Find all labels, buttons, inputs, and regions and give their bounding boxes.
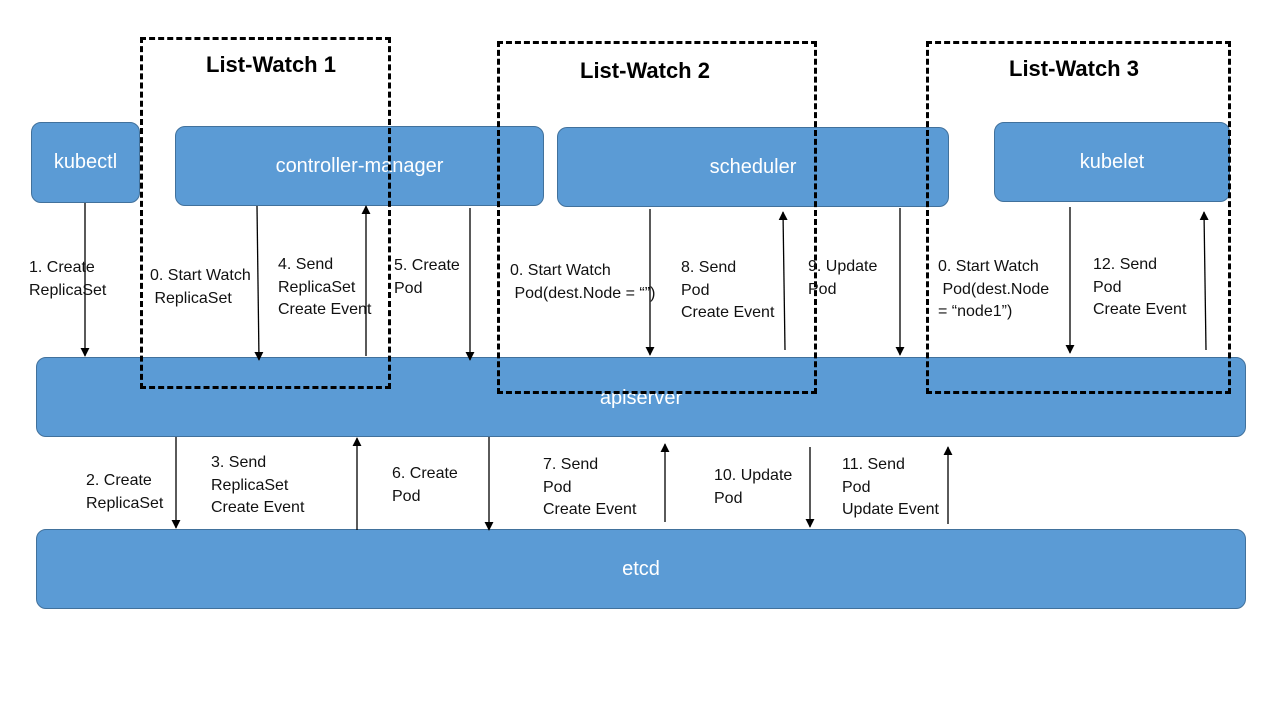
etcd-box: etcd <box>36 529 1246 609</box>
arrow-12-send-pod-event <box>1199 211 1209 351</box>
step-12-label: 12. Send Pod Create Event <box>1093 256 1187 318</box>
step-7-label: 7. Send Pod Create Event <box>543 456 637 518</box>
step-8-label: 8. Send Pod Create Event <box>681 259 775 321</box>
list-watch-1-region <box>140 37 391 389</box>
step-2-label: 2. Create ReplicaSet <box>86 472 164 512</box>
step-3-label: 3. Send ReplicaSet Create Event <box>211 454 305 516</box>
etcd-label: etcd <box>622 557 660 580</box>
list-watch-2-region <box>497 41 817 394</box>
step-5-label: 5. Create Pod <box>394 257 460 297</box>
step-1-label: 1. Create ReplicaSet <box>29 259 107 299</box>
kubectl-label: kubectl <box>53 151 118 173</box>
kubelet-box: kubelet <box>994 122 1230 202</box>
kubectl-box: kubectl <box>31 122 140 203</box>
step-0-watch-node1-label: 0. Start Watch Pod(dest.Node = “node1”) <box>938 258 1050 320</box>
step-0-watch-pod-label: 0. Start Watch Pod(dest.Node = “”) <box>510 262 656 302</box>
list-watch-3-region <box>926 41 1231 394</box>
step-6-label: 6. Create Pod <box>392 465 458 505</box>
list-watch-2-title: List-Watch 2 <box>580 58 710 83</box>
list-watch-3-title: List-Watch 3 <box>1009 56 1139 81</box>
step-10-label: 10. Update Pod <box>714 467 793 507</box>
step-0-watch-replicaset-label: 0. Start Watch ReplicaSet <box>150 267 251 307</box>
arrow-0-watch-replicaset <box>254 205 264 361</box>
kubelet-label: kubelet <box>1079 150 1145 173</box>
controller-manager-box: controller-manager <box>175 126 544 206</box>
step-11-label: 11. Send Pod Update Event <box>842 456 939 518</box>
list-watch-1-title: List-Watch 1 <box>206 52 336 77</box>
step-4-label: 4. Send ReplicaSet Create Event <box>278 256 372 318</box>
controller-manager-label: controller-manager <box>275 154 444 177</box>
arrow-8-send-pod-event <box>778 211 788 351</box>
scheduler-label: scheduler <box>709 155 797 178</box>
scheduler-box: scheduler <box>557 127 949 207</box>
step-9-label: 9. Update Pod <box>808 258 878 298</box>
